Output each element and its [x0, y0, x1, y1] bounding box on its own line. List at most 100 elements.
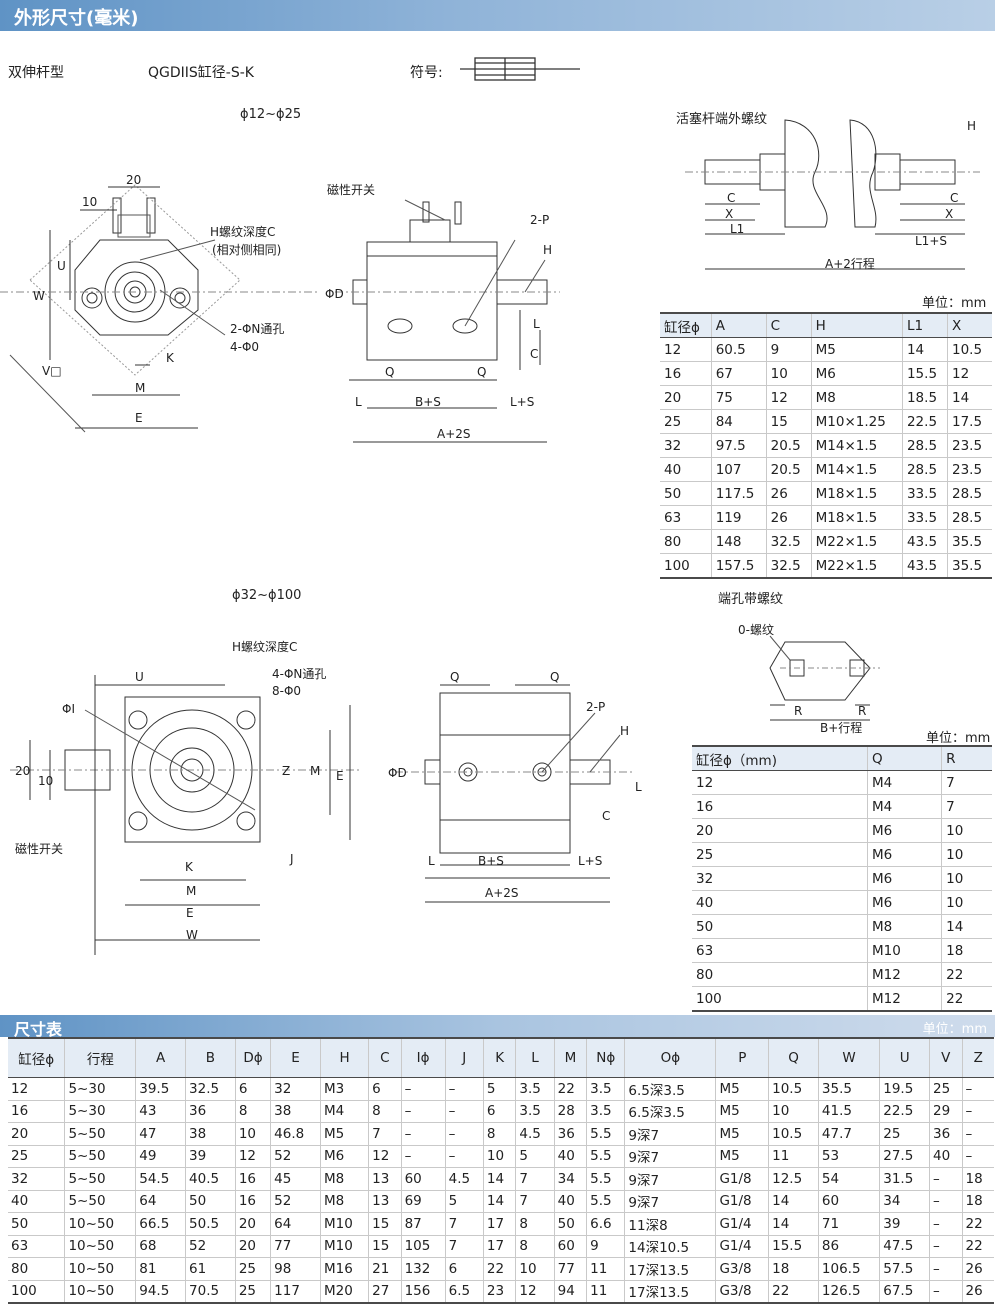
table-cell: M8	[810, 385, 903, 410]
table-cell: 7	[941, 770, 992, 795]
table-cell: 17深13.5	[624, 1257, 716, 1281]
dim-label: L	[428, 854, 435, 868]
table-cell: 10~50	[64, 1212, 136, 1236]
table-cell: 32	[692, 866, 868, 891]
table-cell: M8	[319, 1190, 369, 1213]
table-cell: 38	[270, 1100, 321, 1123]
table-cell: 16	[660, 361, 712, 386]
table-cell: 5~50	[64, 1190, 136, 1213]
table-cell: M22×1.5	[810, 529, 903, 554]
table-cell: 106.5	[817, 1257, 880, 1281]
table-cell: M5	[715, 1077, 769, 1101]
table-cell: 9深7	[624, 1167, 716, 1191]
table-cell: 40	[553, 1145, 587, 1168]
table-cell: 14	[901, 337, 948, 362]
table-cell: 7	[444, 1235, 484, 1258]
front-view-large-drawing: H螺纹深度C U 4-ΦN通孔 8-Φ0 ΦI 20 10 Z M E 磁性开关…	[10, 639, 360, 955]
table-cell: 84	[710, 409, 767, 434]
table-cell: 33.5	[901, 481, 948, 506]
dim-label: V□	[42, 364, 62, 378]
table-cell: M6	[866, 866, 942, 891]
table-cell: 132	[400, 1257, 446, 1281]
dim-label: K	[166, 351, 175, 365]
table-header-cell: K	[482, 1037, 516, 1078]
table-cell: 17深13.5	[624, 1280, 716, 1304]
table-cell: 34	[879, 1190, 930, 1213]
table-header-cell: Z	[961, 1037, 994, 1078]
table-cell: 20	[660, 385, 712, 410]
table-cell: 50	[8, 1212, 65, 1236]
table-cell: 15.5	[768, 1235, 819, 1258]
table-cell: 22	[961, 1235, 994, 1258]
table-cell: 11	[586, 1280, 625, 1304]
table-cell: –	[400, 1122, 446, 1146]
table-cell: 13	[368, 1190, 402, 1213]
table-cell: M5	[715, 1100, 769, 1123]
dim-label: L1	[730, 222, 744, 236]
symbol-label: 符号:	[410, 65, 443, 81]
table-header-cell: W	[817, 1037, 880, 1078]
table-cell: 35.5	[817, 1077, 880, 1101]
table-header-cell: A	[135, 1037, 186, 1078]
table-cell: 35.5	[947, 553, 992, 579]
dim-label: C	[727, 191, 735, 205]
table-header-cell: C	[368, 1037, 402, 1078]
side-view-large-drawing: Q Q 2-P H ΦD L C L B+S L+S A+2S	[388, 670, 642, 903]
table-cell: 86	[817, 1235, 880, 1258]
table-cell: 22	[768, 1280, 819, 1304]
table-cell: M5	[810, 337, 903, 362]
table-cell: –	[444, 1100, 484, 1123]
table-cell: 12	[692, 770, 868, 795]
table-cell: 22	[941, 962, 992, 987]
table-header-cell: Oϕ	[624, 1037, 716, 1078]
table-cell: 27.5	[879, 1145, 930, 1168]
table-cell: 20	[234, 1235, 271, 1258]
dim-label: W	[186, 928, 198, 942]
table-cell: 14	[941, 914, 992, 939]
table-cell: 10~50	[64, 1280, 136, 1304]
table-cell: 40.5	[185, 1167, 236, 1191]
table-cell: 10	[234, 1122, 271, 1146]
table-cell: –	[400, 1077, 446, 1101]
table-cell: 66.5	[135, 1212, 186, 1236]
table-cell: 43.5	[901, 553, 948, 579]
table-cell: 8	[515, 1212, 555, 1236]
table-cell: 70.5	[185, 1280, 236, 1304]
dim-label: Q	[550, 670, 559, 684]
table-cell: 10	[941, 842, 992, 867]
table-cell: 15	[368, 1235, 402, 1258]
table-cell: 80	[660, 529, 712, 554]
table-cell: 64	[135, 1190, 186, 1213]
table-cell: –	[929, 1235, 963, 1258]
table-header-cell: Q	[866, 745, 942, 771]
table-cell: G1/4	[715, 1212, 769, 1236]
table-cell: 126.5	[817, 1280, 880, 1304]
table-cell: M6	[810, 361, 903, 386]
dim-label: H	[620, 724, 629, 738]
end-hole-drawing: 0-螺纹 R R B+行程	[738, 623, 880, 735]
table-cell: 25	[692, 842, 868, 867]
table-cell: 29	[929, 1100, 963, 1123]
dim-label: X	[945, 207, 953, 221]
table-cell: 8	[368, 1100, 402, 1123]
table-cell: 5~30	[64, 1077, 136, 1101]
dim-label: E	[135, 411, 143, 425]
table-cell: –	[444, 1077, 484, 1101]
table-cell: 67	[710, 361, 767, 386]
table-cell: 10	[482, 1145, 516, 1168]
table-cell: 10.5	[768, 1077, 819, 1101]
table-cell: M22×1.5	[810, 553, 903, 579]
table-header-cell: L	[515, 1037, 555, 1078]
table-header-cell: J	[444, 1037, 484, 1078]
dim-label: W	[33, 289, 45, 303]
table-header-cell: C	[765, 312, 812, 338]
table-cell: 6.6	[586, 1212, 625, 1236]
table-cell: 11	[768, 1145, 819, 1168]
